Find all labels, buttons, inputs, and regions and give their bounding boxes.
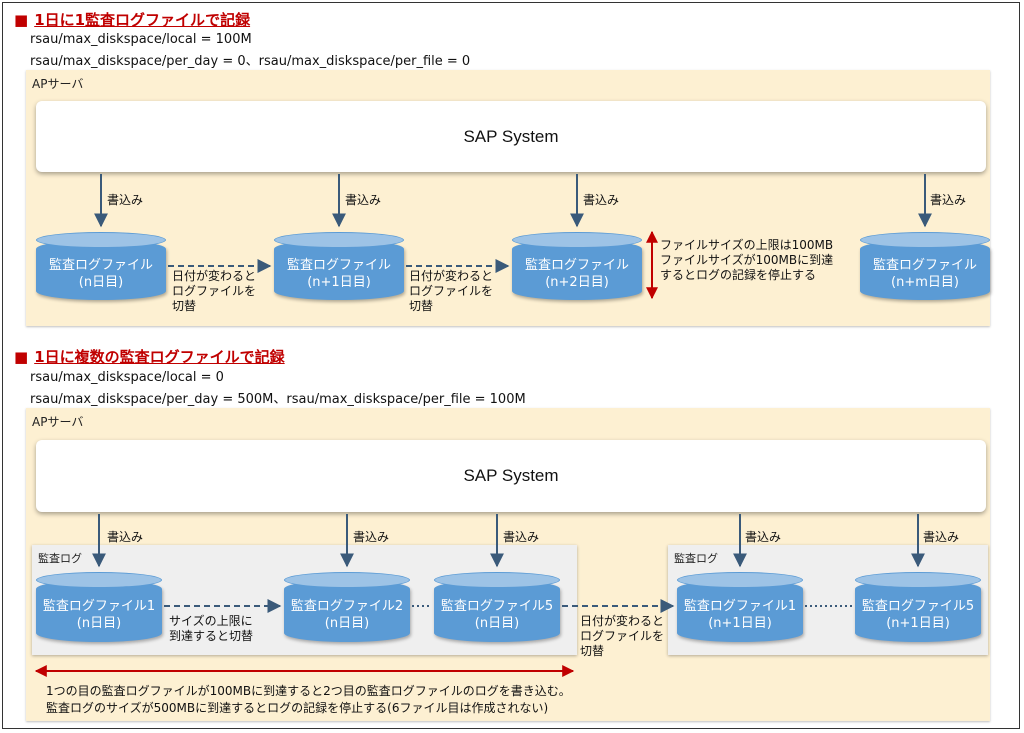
section2-day-switch-note: 日付が変わると ログファイルを 切替 [580,614,664,659]
file-name: 監査ログファイル [286,258,391,273]
note-line: ファイルサイズの上限は100MB [660,238,834,252]
section2-log-file-cylinder: 監査ログファイル1 (n日目) [36,572,162,642]
file-name: 監査ログファイル1 [683,599,797,614]
section1-sap-system-box: SAP System [36,101,986,172]
file-name: 監査ログファイル2 [290,599,404,614]
section1-log-file-cylinder: 監査ログファイル (n+2日目) [512,232,642,300]
file-day: (n+1日目) [307,275,371,290]
section2-title: ■ 1日に複数の監査ログファイルで記録 [14,346,285,367]
section1-write-label: 書込み [345,193,382,207]
section2-param-per-day: rsau/max_diskspace/per_day = 500M、rsau/m… [30,392,526,407]
file-name: 監査ログファイル [872,258,977,273]
section1-log-file-cylinder: 監査ログファイル (n日目) [36,232,166,300]
file-day: (n日目) [78,275,124,290]
section2-write-label: 書込み [923,530,960,544]
section2-write-label: 書込み [745,530,782,544]
section2-group-label: 監査ログ [674,552,718,565]
file-day: (n日目) [324,616,370,631]
section2-param-local: rsau/max_diskspace/local = 0 [30,370,224,385]
note-line: 1つの目の監査ログファイルが100MBに到達すると2つ目の監査ログファイルのログ… [46,684,571,698]
section2-write-label: 書込み [107,530,144,544]
section2-write-label: 書込み [503,530,540,544]
section2-ap-server-label: APサーバ [32,415,84,429]
note-line: 到達すると切替 [169,629,254,643]
section2-log-file-cylinder: 監査ログファイル5 (n+1日目) [855,572,981,642]
file-name: 監査ログファイル [524,258,629,273]
section1-sap-system-label: SAP System [463,126,559,146]
file-name: 監査ログファイル1 [42,599,156,614]
file-day: (n日目) [474,616,520,631]
section2-log-file-cylinder: 監査ログファイル1 (n+1日目) [677,572,803,642]
note-line: 切替 [409,299,434,313]
note-line: ファイルサイズが100MBに到達 [660,253,834,267]
file-day: (n+1日目) [708,616,772,631]
note-line: 監査ログのサイズが500MBに到達するとログの記録を停止する(6ファイル目は作成… [46,701,549,715]
note-line: 日付が変わると [409,269,494,283]
bullet-square-icon: ■ [14,11,29,29]
note-line: 日付が変わると [172,269,257,283]
section2-log-file-cylinder: 監査ログファイル5 (n日目) [434,572,560,642]
section2-group-label: 監査ログ [38,552,82,565]
section1-title: ■ 1日に1監査ログファイルで記録 [14,9,250,30]
section1-log-file-cylinder: 監査ログファイル (n+m日目) [860,232,990,300]
note-line: ログファイルを [172,284,257,298]
file-day: (n日目) [76,616,122,631]
section2-sap-system-box: SAP System [36,440,986,512]
section2-write-label: 書込み [353,530,390,544]
note-line: ログファイルを [580,629,665,643]
section1-switch-note: 日付が変わると ログファイルを 切替 [409,269,493,314]
note-line: 日付が変わると [580,614,665,628]
file-day: (n+1日目) [886,616,950,631]
note-line: するとログの記録を停止する [660,268,817,282]
section2-bottom-note: 1つの目の監査ログファイルが100MBに到達すると2つ目の監査ログファイルのログ… [46,683,571,717]
section1-title-text: 1日に1監査ログファイルで記録 [34,11,251,29]
section2-log-file-cylinder: 監査ログファイル2 (n日目) [284,572,410,642]
note-line: 切替 [580,644,605,658]
section1-ap-server-label: APサーバ [32,77,84,91]
section1-switch-note: 日付が変わると ログファイルを 切替 [172,269,256,314]
file-day: (n+m日目) [891,275,959,290]
section1-write-label: 書込み [107,193,144,207]
section1-limit-note: ファイルサイズの上限は100MB ファイルサイズが100MBに到達 するとログの… [660,238,833,283]
note-line: サイズの上限に [169,614,253,628]
section1-write-label: 書込み [930,193,967,207]
file-name: 監査ログファイル [48,258,153,273]
section2-sap-system-label: SAP System [463,466,559,485]
note-line: ログファイルを [409,284,494,298]
bullet-square-icon: ■ [14,348,29,366]
section2-size-switch-note: サイズの上限に 到達すると切替 [169,614,253,644]
file-day: (n+2日目) [545,275,609,290]
section1-param-local: rsau/max_diskspace/local = 100M [30,32,252,47]
section1-log-file-cylinder: 監査ログファイル (n+1日目) [274,232,404,300]
note-line: 切替 [172,299,197,313]
file-name: 監査ログファイル5 [440,599,554,614]
section1-write-label: 書込み [583,193,620,207]
file-name: 監査ログファイル5 [861,599,975,614]
section1-param-per-day: rsau/max_diskspace/per_day = 0、rsau/max_… [30,54,471,69]
section2-title-text: 1日に複数の監査ログファイルで記録 [34,348,285,366]
